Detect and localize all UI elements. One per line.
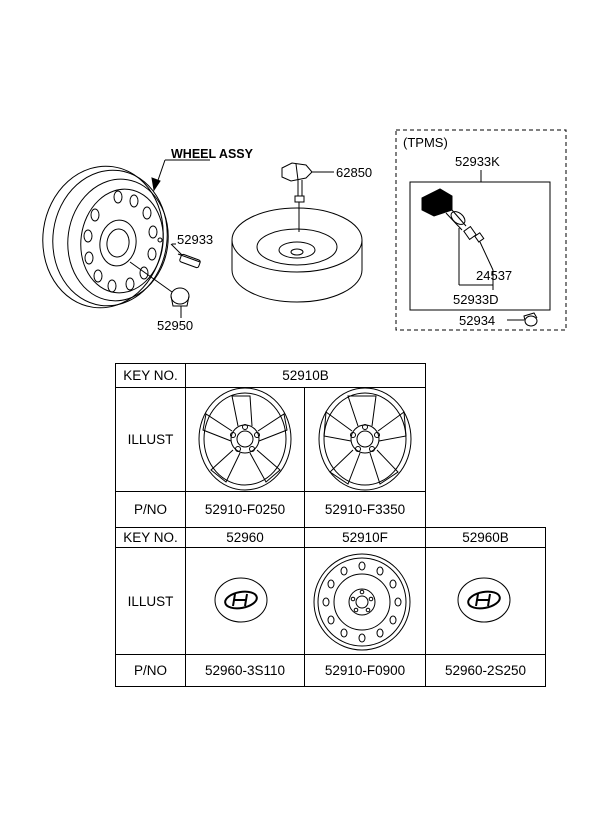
part-number: 52960-2S250 [425,654,546,687]
part-label-52933: 52933 [177,232,214,247]
illust-cell [304,387,426,492]
illust-cell [304,547,426,655]
part-label-24537: 24537 [476,268,513,283]
key-no-value: 52960 [185,527,305,548]
key-no-value: 52910B [185,363,426,388]
illust-cell [425,547,546,655]
valve-cap-icon [523,312,538,327]
part-number: 52960-3S110 [185,654,305,687]
part-number: 52910-F0250 [185,491,305,528]
part-label-62850: 62850 [336,165,373,180]
illust-header: ILLUST [115,547,186,655]
parts-table-52910b: KEY NO. 52910B ILLUST P/NO 52910-F0250 5… [115,363,426,528]
illust-cell [185,547,305,655]
key-no-value: 52960B [425,527,546,548]
part-number: 52910-F3350 [304,491,426,528]
steel-wheel-assembly-icon [42,165,169,309]
tpms-title: (TPMS) [403,135,448,150]
key-no-value: 52910F [304,527,426,548]
tpms-sensor-icon [421,188,485,243]
part-label-52934: 52934 [459,313,496,328]
pno-header: P/NO [115,491,186,528]
part-number: 52910-F0900 [304,654,426,687]
part-label-52933k: 52933K [455,154,500,169]
valve-stem-icon [177,253,201,269]
illust-header: ILLUST [115,387,186,492]
part-label-52950: 52950 [157,318,194,333]
key-no-header: KEY NO. [115,527,186,548]
spare-tire-icon [231,207,363,303]
key-no-header: KEY NO. [115,363,186,388]
wheel-assy-label: WHEEL ASSY [171,147,253,161]
lug-nut-icon [170,287,190,307]
illust-cell [185,387,305,492]
pno-header: P/NO [115,654,186,687]
part-label-52933d: 52933D [453,292,499,307]
spare-tire-bolt-icon [281,162,313,232]
parts-table-52960: KEY NO. 52960 52910F 52960B ILLUST P/NO … [115,527,546,687]
